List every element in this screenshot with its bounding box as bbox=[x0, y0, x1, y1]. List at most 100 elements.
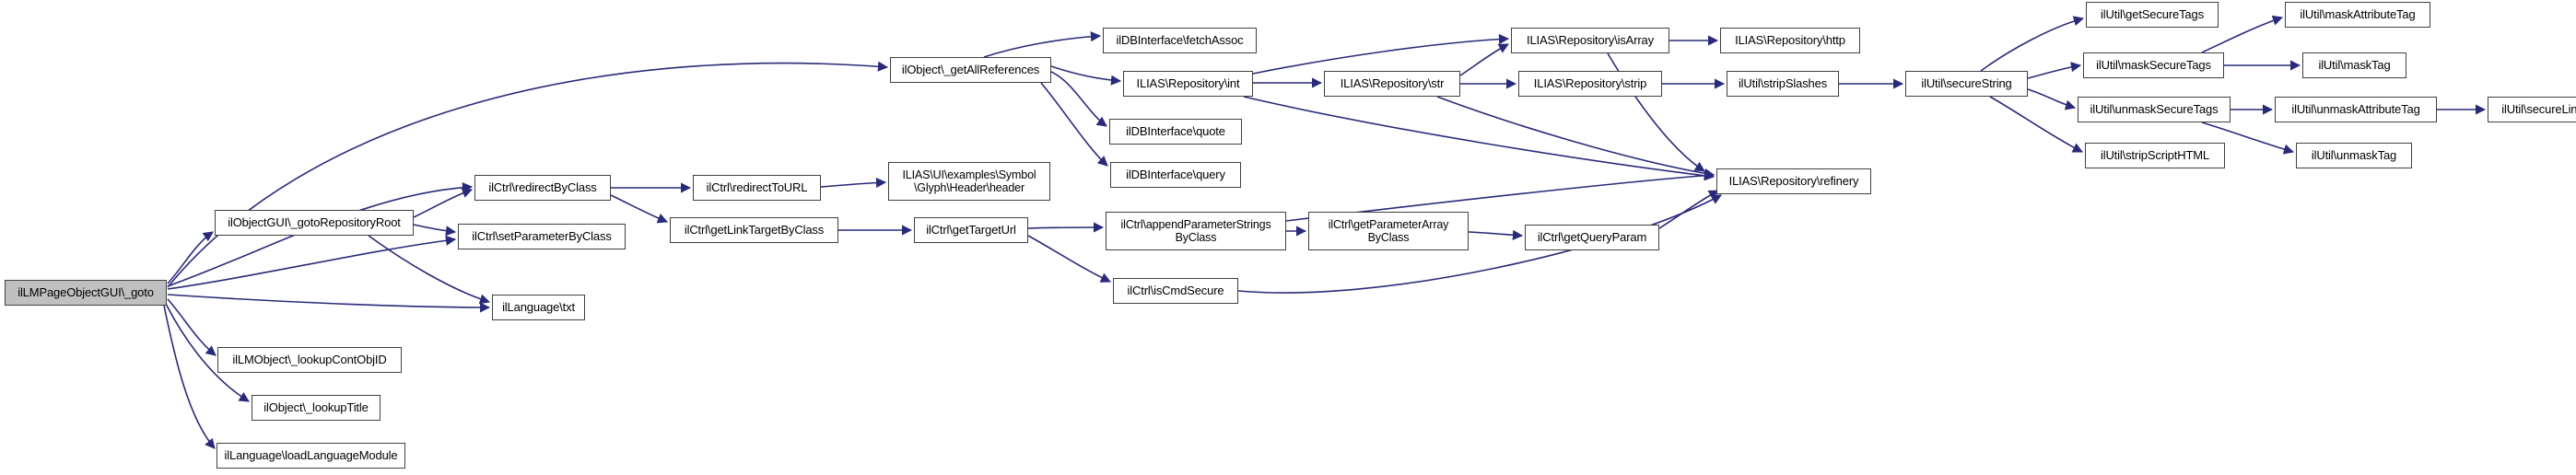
graph-node[interactable]: ilCtrl\appendParameterStrings ByClass bbox=[1106, 212, 1286, 250]
graph-node-label: ilUtil\stripSlashes bbox=[1738, 75, 1828, 90]
graph-node[interactable]: ilCtrl\redirectToURL bbox=[693, 175, 821, 201]
graph-node[interactable]: ilUtil\unmaskTag bbox=[2296, 143, 2412, 168]
graph-node-label: ilUtil\unmaskSecureTags bbox=[2090, 101, 2219, 116]
call-edge bbox=[2027, 88, 2077, 110]
graph-node[interactable]: ilCtrl\getTargetUrl bbox=[914, 217, 1028, 243]
call-edge bbox=[1459, 43, 1509, 76]
graph-node-label: ilLanguage\txt bbox=[502, 299, 575, 314]
graph-node[interactable]: ilCtrl\getParameterArray ByClass bbox=[1308, 212, 1469, 250]
graph-node[interactable]: ilUtil\stripScriptHTML bbox=[2085, 143, 2225, 168]
graph-node-label: ILIAS\Repository\int bbox=[1136, 75, 1240, 90]
graph-node-label: ILIAS\Repository\str bbox=[1340, 75, 1445, 90]
graph-node[interactable]: ilUtil\secureString bbox=[1905, 71, 2028, 97]
graph-node[interactable]: ilUtil\maskAttributeTag bbox=[2285, 2, 2430, 28]
graph-node[interactable]: ILIAS\UI\examples\Symbol \Glyph\Header\h… bbox=[888, 162, 1050, 201]
call-edge bbox=[1658, 190, 1719, 229]
graph-node-label: ilCtrl\appendParameterStrings ByClass bbox=[1120, 218, 1271, 244]
graph-node-label: ilUtil\unmaskTag bbox=[2311, 147, 2397, 162]
graph-node-label: ilCtrl\getLinkTargetByClass bbox=[684, 222, 825, 237]
graph-node-label: ilDBInterface\fetchAssoc bbox=[1116, 32, 1244, 47]
graph-node-label: ILIAS\Repository\refinery bbox=[1728, 173, 1859, 188]
call-edge bbox=[167, 182, 474, 287]
call-edge bbox=[1252, 33, 1510, 75]
graph-node-label: ilCtrl\isCmdSecure bbox=[1127, 283, 1224, 297]
call-edge bbox=[1027, 222, 1105, 233]
graph-node[interactable]: ilUtil\stripSlashes bbox=[1727, 71, 1839, 97]
graph-node[interactable]: ilUtil\unmaskSecureTags bbox=[2078, 97, 2231, 122]
graph-node-label: ilUtil\getSecureTags bbox=[2101, 6, 2204, 21]
call-edge bbox=[983, 31, 1102, 58]
graph-node[interactable]: ilCtrl\getLinkTargetByClass bbox=[670, 217, 838, 243]
call-edge bbox=[1436, 96, 1715, 179]
graph-node[interactable]: ilLanguage\txt bbox=[492, 295, 585, 320]
graph-node[interactable]: ilUtil\unmaskAttributeTag bbox=[2275, 97, 2437, 122]
graph-node[interactable]: ILIAS\Repository\str bbox=[1324, 71, 1460, 97]
graph-node-label: ilDBInterface\query bbox=[1126, 167, 1225, 181]
graph-node[interactable]: ilObject\_getAllReferences bbox=[890, 57, 1051, 83]
graph-node-label: ilLanguage\loadLanguageModule bbox=[224, 447, 398, 462]
call-edge bbox=[1027, 235, 1112, 283]
graph-node-label: ilUtil\unmaskAttributeTag bbox=[2291, 101, 2420, 116]
graph-node[interactable]: ILIAS\Repository\http bbox=[1720, 28, 1860, 53]
call-edge bbox=[820, 177, 887, 189]
call-edge bbox=[163, 305, 216, 449]
graph-node-label: ilUtil\secureLink bbox=[2501, 101, 2576, 116]
graph-node[interactable]: ilUtil\secureLink bbox=[2488, 97, 2576, 122]
graph-node-label: ilCtrl\redirectToURL bbox=[706, 180, 808, 194]
call-edge bbox=[610, 194, 669, 224]
graph-node-label: ilCtrl\getTargetUrl bbox=[926, 222, 1016, 237]
graph-node-label: ilCtrl\redirectByClass bbox=[488, 180, 597, 194]
call-edge bbox=[413, 224, 457, 237]
graph-node[interactable]: ilCtrl\isCmdSecure bbox=[1113, 278, 1238, 304]
graph-node-label: ilCtrl\setParameterByClass bbox=[472, 228, 612, 243]
graph-node[interactable]: ILIAS\Repository\isArray bbox=[1511, 28, 1669, 53]
call-edge bbox=[1468, 229, 1524, 240]
graph-node-label: ilCtrl\getQueryParam bbox=[1537, 229, 1647, 244]
call-edge bbox=[2027, 62, 2082, 79]
graph-node-root[interactable]: ilLMPageObjectGUI\_goto bbox=[5, 280, 167, 306]
call-edge bbox=[167, 294, 491, 313]
graph-node-label: ILIAS\Repository\isArray bbox=[1526, 32, 1654, 47]
graph-node-label: ilObject\_getAllReferences bbox=[901, 62, 1040, 76]
graph-node-label: ilObject\_lookupTitle bbox=[263, 400, 369, 414]
graph-node-label: ilObjectGUI\_gotoRepositoryRoot bbox=[228, 214, 401, 229]
graph-node[interactable]: ILIAS\Repository\int bbox=[1123, 71, 1253, 97]
graph-node[interactable]: ilUtil\maskTag bbox=[2302, 52, 2406, 78]
graph-node-label: ilUtil\maskTag bbox=[2318, 57, 2391, 72]
graph-node[interactable]: ILIAS\Repository\refinery bbox=[1716, 168, 1871, 194]
graph-node[interactable]: ilUtil\getSecureTags bbox=[2086, 2, 2219, 28]
call-edge bbox=[167, 235, 457, 290]
call-edge bbox=[413, 188, 474, 218]
graph-node-label: ilLMPageObjectGUI\_goto bbox=[18, 284, 154, 299]
graph-node-label: ILIAS\Repository\http bbox=[1735, 32, 1845, 47]
graph-node[interactable]: ilUtil\maskSecureTags bbox=[2083, 52, 2224, 78]
graph-node-label: ilUtil\maskAttributeTag bbox=[2300, 6, 2416, 21]
graph-node[interactable]: ilDBInterface\fetchAssoc bbox=[1103, 28, 1257, 53]
call-edge bbox=[1040, 82, 1108, 167]
call-edge bbox=[167, 298, 217, 356]
graph-node[interactable]: ilObjectGUI\_gotoRepositoryRoot bbox=[215, 210, 414, 236]
graph-node-label: ilLMObject\_lookupContObjID bbox=[232, 352, 387, 366]
graph-node-label: ILIAS\UI\examples\Symbol \Glyph\Header\h… bbox=[902, 168, 1036, 194]
graph-node-label: ILIAS\Repository\strip bbox=[1533, 75, 1647, 90]
graph-node[interactable]: ILIAS\Repository\strip bbox=[1518, 71, 1662, 97]
call-edge bbox=[1989, 96, 2084, 153]
call-edge bbox=[1980, 16, 2085, 72]
graph-node-label: ilUtil\maskSecureTags bbox=[2096, 57, 2211, 72]
graph-node-label: ilUtil\stripScriptHTML bbox=[2100, 147, 2210, 162]
graph-node[interactable]: ilCtrl\redirectByClass bbox=[474, 175, 611, 201]
graph-node[interactable]: ilLMObject\_lookupContObjID bbox=[217, 347, 402, 373]
graph-node[interactable]: ilDBInterface\query bbox=[1110, 162, 1241, 188]
graph-node[interactable]: ilObject\_lookupTitle bbox=[252, 395, 381, 421]
graph-node-label: ilCtrl\getParameterArray ByClass bbox=[1328, 218, 1449, 244]
graph-node[interactable]: ilDBInterface\quote bbox=[1109, 119, 1242, 145]
call-edge bbox=[1050, 71, 1107, 127]
graph-node-label: ilDBInterface\quote bbox=[1126, 123, 1225, 138]
graph-node-label: ilUtil\secureString bbox=[1921, 75, 2012, 90]
graph-node[interactable]: ilCtrl\setParameterByClass bbox=[458, 224, 626, 249]
call-edge bbox=[167, 231, 214, 284]
call-edge bbox=[1243, 96, 1715, 181]
graph-node[interactable]: ilLanguage\loadLanguageModule bbox=[217, 443, 405, 469]
graph-node[interactable]: ilCtrl\getQueryParam bbox=[1525, 225, 1659, 250]
